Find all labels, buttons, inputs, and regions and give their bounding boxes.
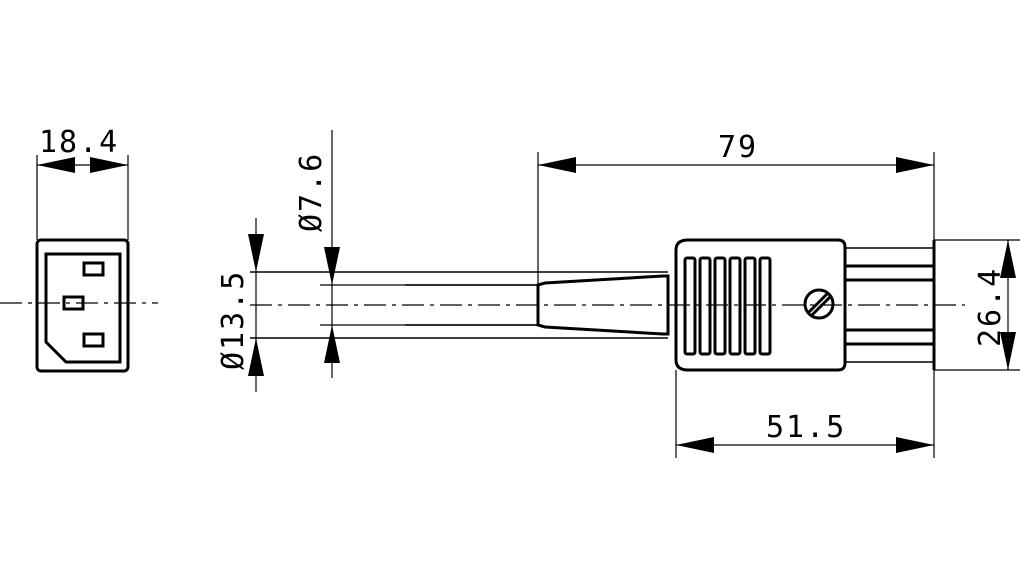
grip-rib <box>683 256 697 356</box>
front-socket-recess <box>44 252 122 364</box>
screw-icon <box>803 288 835 320</box>
arrow-icon <box>896 437 934 453</box>
arrow-icon <box>248 234 264 272</box>
arrow-icon <box>324 325 340 363</box>
total-length-label: 79 <box>718 130 758 165</box>
grip-ribs <box>683 256 772 356</box>
arrow-icon <box>90 157 128 173</box>
front-pin-bottom <box>82 332 105 348</box>
grip-rib <box>698 256 712 356</box>
side-view: Ø7.6 Ø13.5 79 26.4 51.5 <box>216 130 1020 458</box>
arrow-icon <box>1000 240 1016 278</box>
housing-length-label: 51.5 <box>766 410 846 445</box>
cable-diameter-label: Ø7.6 <box>294 152 329 232</box>
grip-rib <box>728 256 742 356</box>
front-pin-top <box>82 261 105 277</box>
socket-head <box>843 240 936 370</box>
socket-slot-bottom <box>843 328 936 346</box>
front-view: 18.4 <box>0 125 158 373</box>
boot-diameter-label: Ø13.5 <box>216 270 251 370</box>
housing-height-label: 26.4 <box>973 267 1008 347</box>
arrow-icon <box>324 247 340 285</box>
front-outline <box>35 238 130 373</box>
arrow-icon <box>1000 332 1016 370</box>
arrow-icon <box>37 157 75 173</box>
arrow-icon <box>248 338 264 376</box>
arrow-icon <box>538 157 576 173</box>
housing-body <box>674 238 847 372</box>
front-width-label: 18.4 <box>39 125 119 160</box>
grip-rib <box>713 256 727 356</box>
grip-rib <box>758 256 772 356</box>
arrow-icon <box>896 157 934 173</box>
socket-slot-top <box>843 264 936 282</box>
strain-relief <box>536 274 670 336</box>
arrow-icon <box>676 437 714 453</box>
grip-rib <box>743 256 757 356</box>
